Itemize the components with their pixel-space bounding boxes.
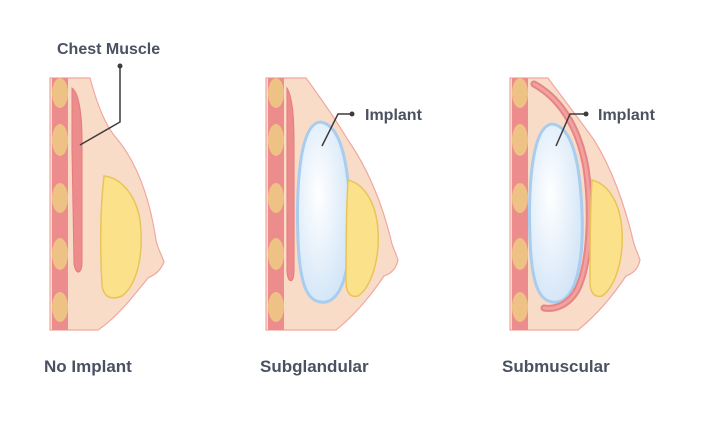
- implant: [528, 122, 584, 304]
- rib-column: [52, 78, 68, 330]
- mammary-gland: [589, 179, 623, 298]
- chest-muscle-highlight: [532, 82, 591, 310]
- panel-no-implant: Chest Muscle No Implant: [44, 41, 165, 376]
- implant-callout: Implant: [321, 107, 423, 147]
- chest-muscle: [71, 87, 83, 273]
- caption-no-implant: No Implant: [44, 357, 132, 376]
- chest-muscle-label: Chest Muscle: [57, 41, 160, 58]
- implant: [296, 120, 352, 304]
- chest-muscle-callout: Chest Muscle: [57, 41, 160, 146]
- rib-column: [512, 78, 528, 330]
- implant-callout: Implant: [555, 107, 656, 147]
- panel-submuscular: Implant Submuscular: [502, 77, 656, 376]
- mammary-gland: [99, 175, 142, 299]
- implant-label: Implant: [365, 107, 423, 124]
- chest-muscle: [286, 86, 295, 282]
- rib-column: [268, 78, 284, 330]
- caption-subglandular: Subglandular: [260, 357, 369, 376]
- panel-subglandular: Implant Subglandular: [260, 77, 423, 376]
- mammary-gland: [345, 179, 379, 298]
- caption-submuscular: Submuscular: [502, 357, 610, 376]
- implant-label: Implant: [598, 107, 656, 124]
